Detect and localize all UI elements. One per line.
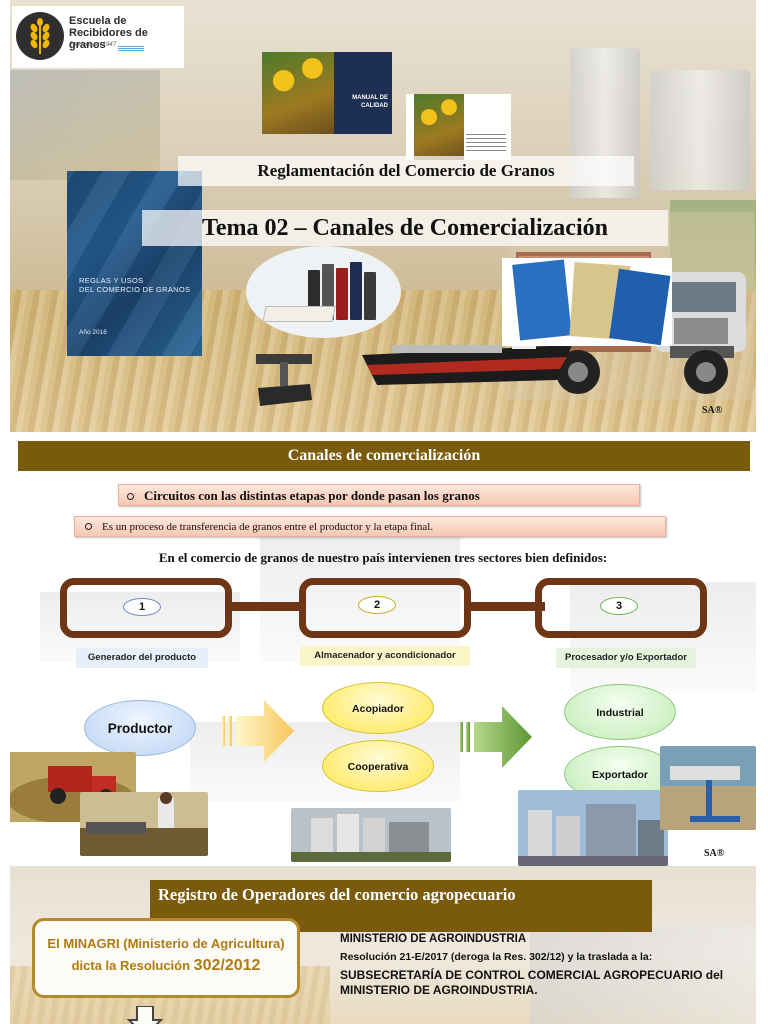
author-signature: SA® <box>702 405 723 416</box>
subsecretaria-text: SUBSECRETARÍA DE CONTROL COMERCIAL AGROP… <box>340 968 724 997</box>
cooperativa-node: Cooperativa <box>322 740 434 792</box>
sector-number-2: 2 <box>358 596 396 614</box>
bullet-icon <box>127 492 134 500</box>
text-lines <box>466 134 506 154</box>
chain-box-1 <box>60 578 232 638</box>
presentation-title: Reglamentación del Comercio de Granos <box>257 161 555 180</box>
sector-label-3: Procesador y/o Exportador <box>556 648 696 668</box>
tema-bar: Tema 02 – Canales de Comercialización <box>142 210 668 246</box>
slide-canales: Canales de comercialización Circuitos co… <box>10 432 756 866</box>
logo-line1: Escuela de <box>69 15 127 27</box>
title-bar: Reglamentación del Comercio de Granos <box>178 156 634 186</box>
farmer-photo <box>80 792 208 856</box>
tema-title: Tema 02 – Canales de Comercialización <box>202 215 608 241</box>
acopio-plant-photo <box>291 808 451 862</box>
booklets-image <box>502 258 672 346</box>
ministry-name: MINISTERIO DE AGROINDUSTRIA <box>340 933 527 945</box>
sunflower-corn-image <box>262 52 334 134</box>
lead-text: En el comercio de granos de nuestro país… <box>158 550 608 565</box>
harvest-photo <box>10 752 136 822</box>
logo-line2: Recibidores de granos <box>69 27 148 51</box>
chain-link <box>225 602 305 611</box>
acopiador-node: Acopiador <box>322 682 434 734</box>
scale-image <box>256 354 312 406</box>
logo-emblem <box>16 12 64 60</box>
silo-ghost-background <box>530 926 756 1024</box>
sector-label-1: Generador del producto <box>76 648 208 668</box>
chain-link <box>465 602 545 611</box>
chain-box-2 <box>299 578 471 638</box>
section-header: Registro de Operadores del comercio agro… <box>150 880 652 932</box>
bullet-bar: Circuitos con las distintas etapas por d… <box>118 484 640 506</box>
bullet-bar: Es un proceso de transferencia de granos… <box>74 516 666 537</box>
author-signature: SA® <box>704 848 725 859</box>
manual-de-calidad-cover: MANUAL DE CALIDAD <box>262 52 392 134</box>
port-photo <box>660 746 756 830</box>
wheat-icon <box>30 18 50 54</box>
down-arrow-icon <box>127 1006 163 1024</box>
book-title-line2: DEL COMERCIO DE GRANOS <box>79 285 191 294</box>
bullet-text: Es un proceso de transferencia de granos… <box>102 521 434 533</box>
sector-number-3: 3 <box>600 597 638 615</box>
silo-ghost-background <box>260 532 460 662</box>
manual-label: MANUAL DE CALIDAD <box>352 95 388 109</box>
section-title: Canales de comercialización <box>287 447 481 464</box>
sunflower-corn-image <box>414 94 464 160</box>
industrial-plant-photo <box>518 790 668 866</box>
harvester-background <box>10 70 160 180</box>
bullet-text: Circuitos con las distintas etapas por d… <box>144 488 480 503</box>
industrial-node: Industrial <box>564 684 676 740</box>
silo-background <box>650 70 750 190</box>
registro-details: MINISTERIO DE AGROINDUSTRIA Resolución 2… <box>340 932 740 1001</box>
minagri-line1: El MINAGRI (Ministerio de Agricultura) <box>47 936 285 951</box>
sector-number-1: 1 <box>123 598 161 616</box>
productor-node: Productor <box>84 700 196 756</box>
chain-box-3 <box>535 578 707 638</box>
minagri-line2: dicta la Resolución <box>71 958 194 973</box>
logo-tagline: Fundada en 1947 <box>69 42 117 48</box>
section-header: Canales de comercialización <box>18 441 750 471</box>
slide-title: Escuela de Recibidores de granos Fundada… <box>10 0 756 432</box>
legal-books-image <box>246 246 401 338</box>
flag-stripe <box>118 46 144 52</box>
reglas-y-usos-book: REGLAS Y USOS DEL COMERCIO DE GRANOS Año… <box>67 171 202 356</box>
resolution-text: Resolución 21-E/2017 (deroga la Res. 302… <box>340 951 653 963</box>
section-title: Registro de Operadores del comercio agro… <box>158 885 516 904</box>
school-logo: Escuela de Recibidores de granos Fundada… <box>12 6 184 68</box>
bullet-icon <box>85 522 92 530</box>
green-arrow-icon <box>460 706 532 768</box>
slide-registro: Registro de Operadores del comercio agro… <box>10 866 756 1024</box>
sector-label-2: Almacenador y acondicionador <box>300 646 470 666</box>
minagri-box: El MINAGRI (Ministerio de Agricultura) d… <box>32 918 300 998</box>
resolution-number: 302/2012 <box>193 957 261 974</box>
book-year: Año 2016 <box>79 329 107 336</box>
document-cover <box>406 94 511 160</box>
book-title-line1: REGLAS Y USOS <box>79 276 144 285</box>
yellow-arrow-icon <box>222 700 294 762</box>
